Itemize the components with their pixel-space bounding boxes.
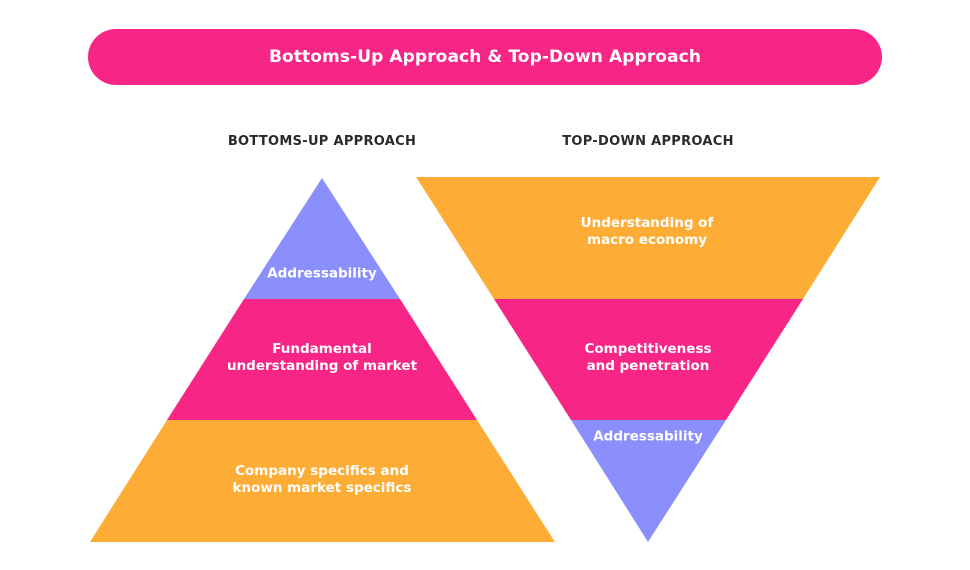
label-line: and penetration <box>586 358 710 374</box>
bottoms-up-label-addressability: Addressability <box>267 266 377 283</box>
bottoms-up-pyramid <box>90 178 555 542</box>
label-line: Company specifics and <box>235 463 409 479</box>
top-down-label-macro-economy: Understanding of macro economy <box>581 215 714 249</box>
label-line: Understanding of <box>580 215 714 231</box>
title-banner: Bottoms-Up Approach & Top-Down Approach <box>88 29 882 85</box>
bottoms-up-layer-fundamental <box>167 299 477 420</box>
label-line: Fundamental <box>272 341 372 357</box>
bottoms-up-layer-company-specifics <box>90 420 555 542</box>
top-down-label-addressability: Addressability <box>593 429 703 446</box>
label-line: Addressability <box>593 428 703 445</box>
label-line: understanding of market <box>226 358 418 374</box>
top-down-label-competitiveness: Competitiveness and penetration <box>584 341 711 375</box>
page-title: Bottoms-Up Approach & Top-Down Approach <box>268 47 702 67</box>
top-down-layer-addressability <box>571 420 726 542</box>
bottoms-up-heading: BOTTOMS-UP APPROACH <box>227 134 417 149</box>
top-down-pyramid <box>416 177 880 542</box>
label-line: macro economy <box>587 232 707 248</box>
top-down-heading: TOP-DOWN APPROACH <box>562 134 734 149</box>
label-line: Addressability <box>267 265 377 282</box>
bottoms-up-layer-addressability <box>244 178 400 299</box>
top-down-layer-competitiveness <box>494 299 803 420</box>
top-down-layer-macro-economy <box>416 177 880 299</box>
label-line: Competitiveness <box>584 341 712 357</box>
bottoms-up-label-company-specifics: Company specifics and known market speci… <box>233 463 412 497</box>
label-line: known market specifics <box>232 480 412 496</box>
bottoms-up-label-fundamental: Fundamental understanding of market <box>227 341 417 375</box>
